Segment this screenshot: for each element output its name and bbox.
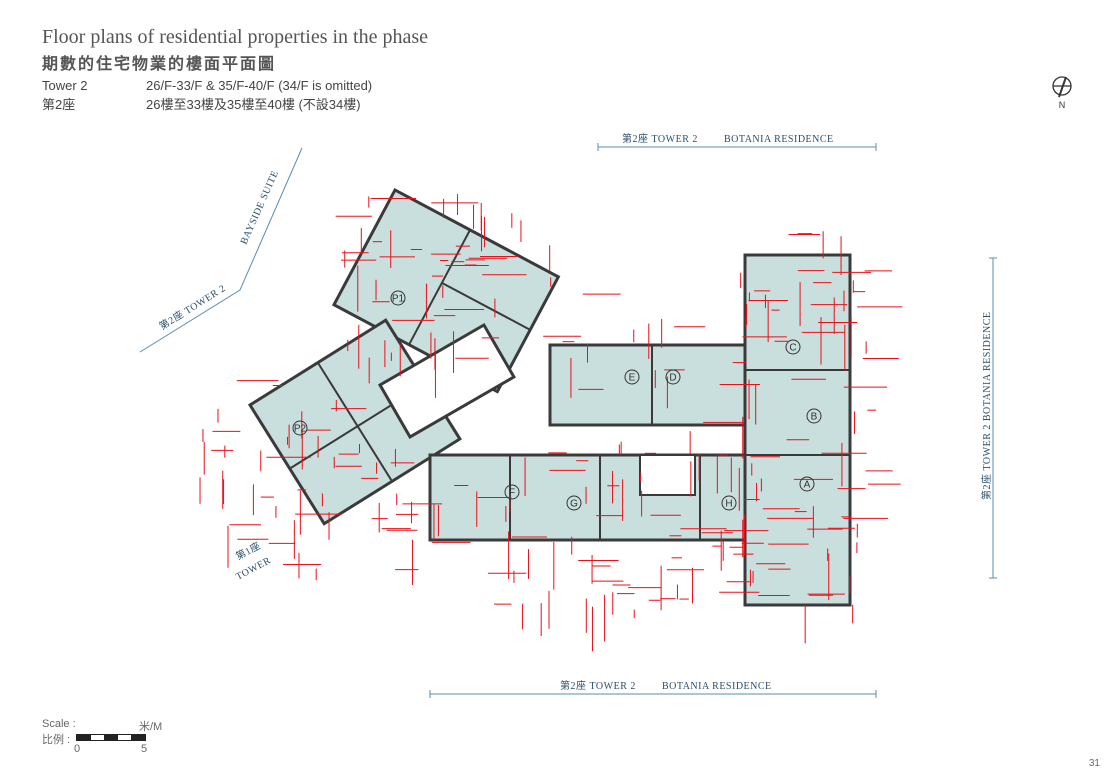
scale-min: 0: [74, 743, 81, 755]
scale-graphic: [76, 734, 146, 741]
page-number: 31: [1088, 758, 1100, 769]
unit-circle: [721, 495, 737, 511]
unit-label: P1: [392, 294, 405, 305]
left-suite-label: BAYSIDE SUITE: [239, 169, 281, 246]
unit-label: F: [509, 488, 515, 499]
unit-marker-a: A: [799, 476, 815, 492]
left-tower-label: 第2座 TOWER 2: [157, 281, 228, 332]
unit-label: E: [629, 373, 636, 384]
scale-unit: 米/M: [139, 721, 163, 733]
page-title-zh: 期數的住宅物業的樓面平面圖: [42, 54, 277, 73]
unit-marker-p1: P1: [390, 290, 406, 306]
unit-label: B: [811, 412, 818, 423]
left-boundary-line: [139, 147, 303, 353]
building-blocks: [247, 187, 852, 607]
tower-label-en: Tower 2: [42, 78, 88, 93]
unit-label: D: [669, 373, 676, 384]
unit-marker-f: F: [504, 484, 520, 500]
unit-marker-b: B: [806, 408, 822, 424]
unit-circle: [799, 476, 815, 492]
compass-label: N: [1059, 100, 1066, 110]
unit-circle: [504, 484, 520, 500]
tower-label-zh: 第2座: [42, 97, 76, 112]
unit-circle: [785, 339, 801, 355]
unit-label: A: [804, 480, 811, 491]
unit-marker-e: E: [624, 369, 640, 385]
unit-circle: [390, 290, 406, 306]
scale-label-en: Scale :: [42, 718, 76, 730]
unit-marker-c: C: [785, 339, 801, 355]
bottom-boundary-line: [429, 690, 877, 698]
top-boundary-line: [597, 143, 877, 151]
unit-marker-d: D: [665, 369, 681, 385]
unit-circle: [566, 495, 582, 511]
unit-marker-g: G: [566, 495, 582, 511]
right-label: 第2座 TOWER 2 BOTANIA RESIDENCE: [980, 311, 993, 500]
scale-bar: Scale : 米/M 比例 : 0 5: [42, 718, 162, 755]
unit-circle: [665, 369, 681, 385]
bottom-tower-label: 第2座 TOWER 2: [560, 679, 636, 692]
scale-max: 5: [141, 743, 148, 755]
unit-circle: [624, 369, 640, 385]
unit-label: C: [789, 343, 796, 354]
scale-label-zh: 比例 :: [42, 734, 71, 746]
unit-circle: [806, 408, 822, 424]
right-boundary-line: [989, 257, 997, 579]
unit-circle: [292, 420, 308, 436]
unit-label: H: [725, 499, 732, 510]
unit-marker-p2: P2: [292, 420, 308, 436]
north-compass-icon: N: [1052, 76, 1072, 110]
top-residence-label: BOTANIA RESIDENCE: [724, 134, 834, 145]
top-tower-label: 第2座 TOWER 2: [622, 132, 698, 145]
tower-row-en: Tower 2 26/F-33/F & 35/F-40/F (34/F is o…: [42, 78, 372, 93]
page-title-en: Floor plans of residential properties in…: [42, 26, 429, 48]
floors-zh: 26樓至33樓及35樓至40樓 (不設34樓): [146, 97, 361, 112]
unit-label: P2: [294, 424, 307, 435]
floors-en: 26/F-33/F & 35/F-40/F (34/F is omitted): [146, 78, 373, 93]
unit-label: G: [570, 499, 578, 510]
bottom-residence-label: BOTANIA RESIDENCE: [662, 681, 772, 692]
unit-marker-h: H: [721, 495, 737, 511]
tower-row-zh: 第2座 26樓至33樓及35樓至40樓 (不設34樓): [42, 94, 361, 113]
dimension-lines: [199, 194, 903, 652]
